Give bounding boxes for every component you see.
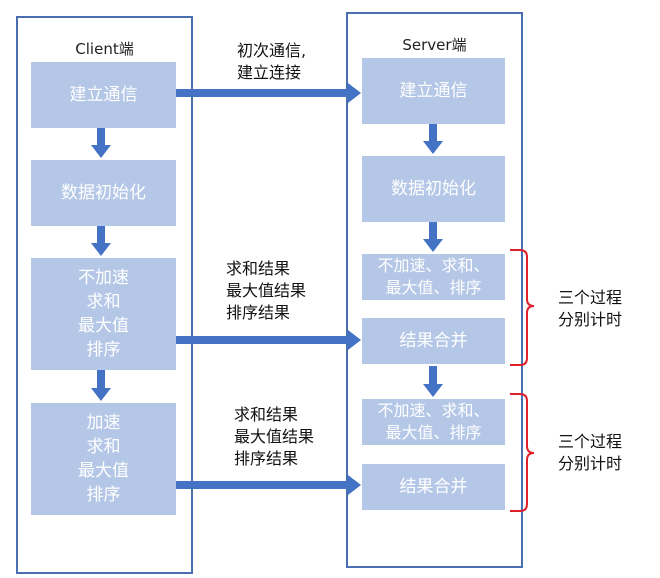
- brace-label-timing-1: 三个过程 分别计时: [558, 288, 623, 329]
- server-box-init: 数据初始化: [362, 156, 505, 222]
- client-box-init: 数据初始化: [31, 160, 176, 226]
- server-box-process-1: 不加速、求和、 最大值、排序: [362, 254, 505, 300]
- server-panel-title: Server端: [402, 36, 467, 54]
- client-box-accel-label: 加速 求和 最大值 排序: [78, 413, 129, 505]
- brace-label-timing-2: 三个过程 分别计时: [558, 432, 623, 473]
- server-box-merge-2: 结果合并: [362, 464, 505, 510]
- client-box-establish-label: 建立通信: [69, 85, 138, 105]
- server-box-init-label: 数据初始化: [391, 179, 476, 199]
- server-box-process-2: 不加速、求和、 最大值、排序: [362, 399, 505, 445]
- arrow-label-results-1: 求和结果 最大值结果 排序结果: [226, 259, 307, 322]
- client-box-no-accel: 不加速 求和 最大值 排序: [31, 258, 176, 370]
- server-box-merge-1: 结果合并: [362, 318, 505, 364]
- client-box-no-accel-label: 不加速 求和 最大值 排序: [78, 268, 129, 360]
- client-panel-title: Client端: [75, 40, 134, 58]
- client-box-init-label: 数据初始化: [61, 183, 146, 203]
- arrow-label-results-2: 求和结果 最大值结果 排序结果: [234, 405, 315, 468]
- server-box-merge-1-label: 结果合并: [399, 331, 468, 351]
- server-box-process-1-label: 不加速、求和、 最大值、排序: [377, 256, 490, 297]
- horizontal-arrow-results-1: [176, 330, 361, 350]
- horizontal-arrow-connect: [176, 83, 361, 103]
- client-box-establish: 建立通信: [31, 62, 176, 128]
- horizontal-arrow-results-2: [176, 475, 361, 495]
- server-box-establish-label: 建立通信: [399, 81, 468, 101]
- client-box-accel: 加速 求和 最大值 排序: [31, 403, 176, 515]
- server-box-process-2-label: 不加速、求和、 最大值、排序: [377, 401, 490, 442]
- server-box-establish: 建立通信: [362, 58, 505, 124]
- server-box-merge-2-label: 结果合并: [399, 477, 468, 497]
- arrow-label-connect: 初次通信, 建立连接: [237, 41, 307, 82]
